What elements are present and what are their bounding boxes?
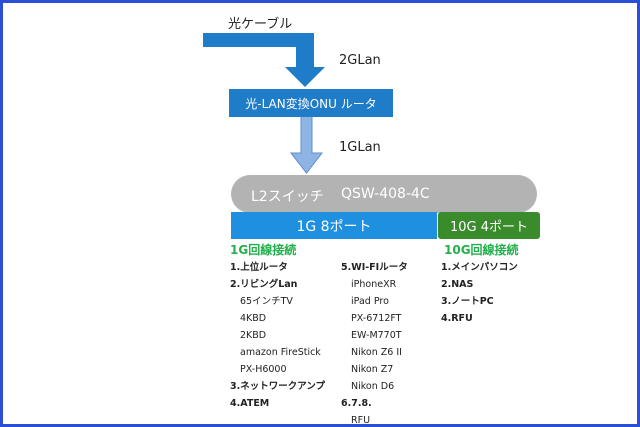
fiber-cable-label: 光ケーブル [228,17,293,32]
link-1g-label: 1GLan [339,140,381,155]
connector-arrows [203,33,325,174]
port-10g-block: 10G 4ポート [438,212,540,239]
list-item: 4.RFU [441,313,473,324]
lan-1g-arrow [289,115,324,174]
list-subitem: PX-6712FT [351,313,402,324]
list-item: 6.7.8. [341,398,372,409]
port-1g-block: 1G 8ポート [231,212,437,239]
list-subitem: iPad Pro [351,296,389,307]
list-subitem: iPhoneXR [351,279,397,290]
group-title-10g: 10G回線接続 [444,243,519,257]
list-item: 1.上位ルータ [230,262,288,273]
l2-switch-body [231,175,537,213]
list-subitem: amazon FireStick [240,347,321,358]
list-item: 1.メインパソコン [441,262,518,273]
switch-model: QSW-408-4C [341,186,430,202]
list-subitem: EW-M770T [351,330,402,341]
list-item: 2.NAS [441,279,474,290]
list-subitem: Nikon Z6 II [351,347,402,358]
list-subitem: 4KBD [240,313,267,324]
list-subitem: Nikon D6 [351,381,395,392]
onu-router-box: 光-LAN変換ONU ルータ [229,89,393,117]
link-2g-label: 2GLan [339,53,381,68]
list-subitem: Nikon Z7 [351,364,394,375]
fiber-cable-arrow [203,33,325,87]
group-title-1g: 1G回線接続 [230,243,297,257]
list-item: 5.WI-FIルータ [341,262,408,273]
switch-name: L2スイッチ [251,189,324,205]
list-item: 2.リビングLan [230,279,298,290]
list-item: 3.ネットワークアンプ [230,381,326,392]
list-1g-left: 1.上位ルータ 2.リビングLan 65インチTV 4KBD 2KBD amazon Fi… [230,259,325,412]
list-item: 3.ノートPC [441,296,494,307]
list-subitem: 65インチTV [240,296,293,307]
list-subitem: PX-H6000 [240,364,287,375]
list-10g: 1.メインパソコン 2.NAS 3.ノートPC 4.RFU [441,259,518,327]
list-subitem: 2KBD [240,330,267,341]
list-subitem: RFU [351,415,371,426]
list-item: 4.ATEM [230,398,270,409]
